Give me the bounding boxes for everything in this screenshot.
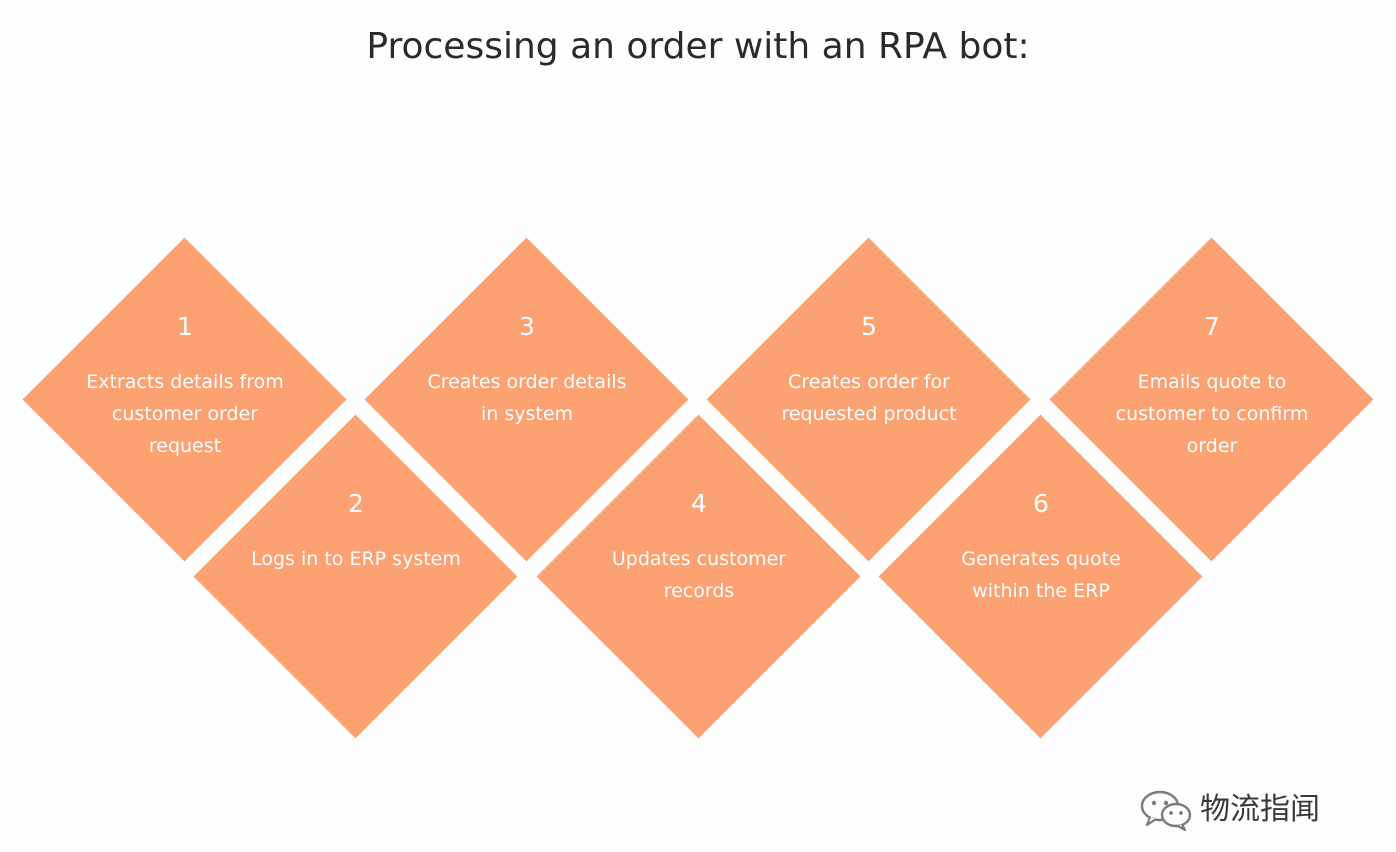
step-1: 1 Extracts details from customer order r… — [22, 237, 347, 562]
step-5: 5 Creates order for requested product — [706, 237, 1031, 562]
diagram-title: Processing an order with an RPA bot: — [366, 26, 1030, 67]
step-content: 7 Emails quote to customer to confirm or… — [1102, 312, 1322, 462]
step-label: Updates customer records — [611, 548, 787, 602]
step-label: Logs in to ERP system — [251, 548, 461, 570]
step-content: 2 Logs in to ERP system — [246, 489, 466, 575]
step-3: 3 Creates order details in system — [364, 237, 689, 562]
step-content: 6 Generates quote within the ERP — [931, 489, 1151, 607]
step-content: 1 Extracts details from customer order r… — [75, 312, 295, 462]
step-label: Creates order details in system — [427, 371, 627, 425]
step-2: 2 Logs in to ERP system — [193, 414, 518, 739]
step-7: 7 Emails quote to customer to confirm or… — [1049, 237, 1374, 562]
step-content: 5 Creates order for requested product — [759, 312, 979, 430]
step-number: 3 — [519, 312, 535, 341]
step-label: Generates quote within the ERP — [961, 548, 1121, 602]
step-content: 3 Creates order details in system — [417, 312, 637, 430]
step-number: 5 — [861, 312, 877, 341]
watermark-text: 物流指闻 — [1200, 792, 1320, 827]
step-label: Emails quote to customer to confirm orde… — [1115, 371, 1309, 457]
step-number: 7 — [1204, 312, 1220, 341]
step-number: 4 — [691, 489, 707, 518]
step-number: 6 — [1033, 489, 1049, 518]
step-content: 4 Updates customer records — [589, 489, 809, 607]
step-number: 2 — [348, 489, 364, 518]
watermark: 物流指闻 — [1138, 785, 1338, 835]
step-4: 4 Updates customer records — [536, 414, 861, 739]
wechat-icon — [1140, 790, 1192, 831]
step-label: Creates order for requested product — [781, 371, 957, 425]
step-number: 1 — [177, 312, 193, 341]
step-label: Extracts details from customer order req… — [86, 371, 284, 457]
step-6: 6 Generates quote within the ERP — [878, 414, 1203, 739]
